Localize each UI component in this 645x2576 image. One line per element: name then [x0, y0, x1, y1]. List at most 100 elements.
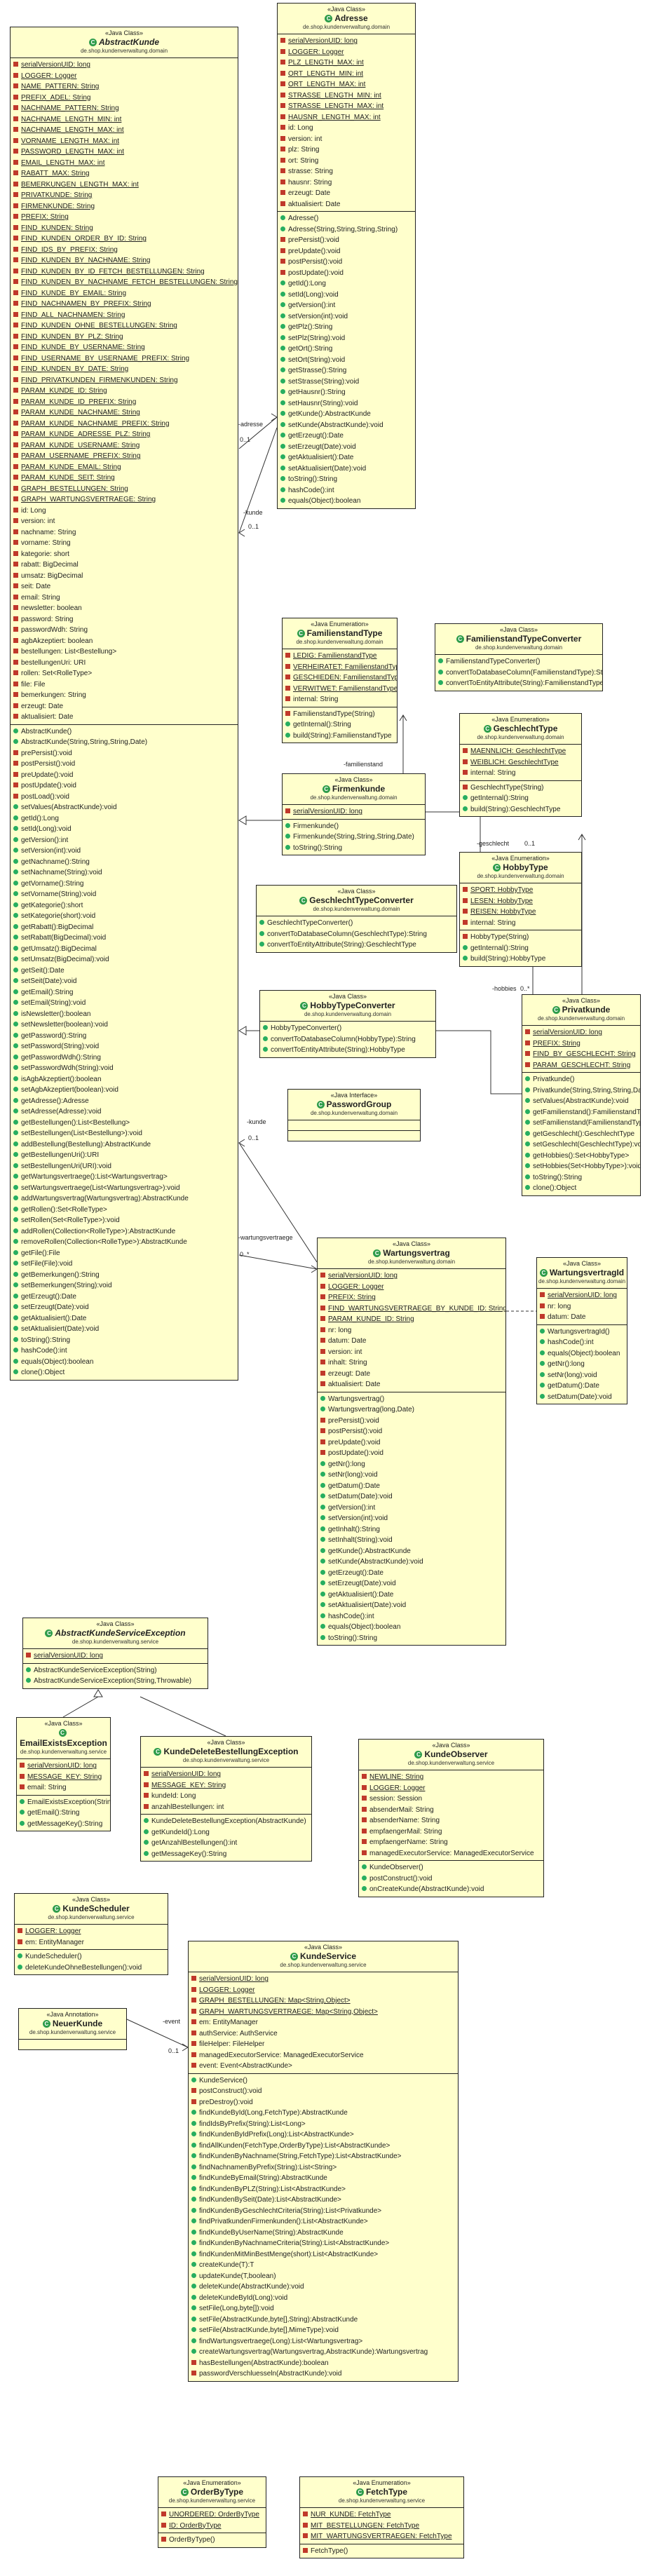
private-visibility-icon	[13, 409, 18, 414]
member-text: getGeschlecht():GeschlechtType	[533, 1130, 635, 1138]
member-text: setNr(long):void	[548, 1371, 597, 1379]
private-visibility-icon	[13, 442, 18, 447]
private-visibility-icon	[13, 529, 18, 534]
operation-row: KundeScheduler()	[15, 1951, 168, 1962]
member-text: getEmail():String	[27, 1809, 80, 1817]
operations-section: AbstractKundeServiceException(String)Abs…	[23, 1664, 208, 1688]
private-visibility-icon	[320, 1417, 325, 1423]
operation-row: setVersion(int):void	[278, 311, 415, 323]
attribute-row: FIND_BY_GESCHLECHT: String	[522, 1049, 640, 1060]
attribute-row: PREFIX: String	[11, 212, 238, 223]
member-text: preDestroy():void	[199, 2098, 253, 2106]
member-text: FetchType()	[311, 2547, 348, 2555]
operation-row: getHobbies():Set<HobbyType>	[522, 1151, 640, 1162]
public-visibility-icon	[540, 1371, 545, 1377]
operation-row: setFile(Long,byte[]):void	[189, 2303, 458, 2314]
member-text: MIT_BESTELLUNGEN: FetchType	[311, 2521, 420, 2530]
operation-row: getEmail():String	[11, 987, 238, 998]
operation-row: findWartungsvertraege(Long):List<Wartung…	[189, 2336, 458, 2347]
association-adresse	[238, 416, 278, 449]
member-text: FIND_KUNDEN_ORDER_BY_ID: String	[21, 235, 147, 243]
public-visibility-icon	[191, 2229, 196, 2235]
member-text: internal: String	[470, 918, 516, 927]
private-visibility-icon	[161, 2522, 166, 2528]
member-text: getKunde():AbstractKunde	[288, 410, 371, 418]
operation-row: findAllKunden(FetchType,OrderByType):Lis…	[189, 2141, 458, 2152]
attribute-row: convertToEntityAttribute(String):Geschle…	[257, 940, 456, 951]
attribute-row: NUR_KUNDE: FetchType	[300, 2509, 463, 2521]
attribute-row: LESEN: HobbyType	[460, 896, 581, 907]
stereotype-label: «Java Class»	[44, 1720, 83, 1727]
public-visibility-icon	[13, 1326, 18, 1331]
private-visibility-icon	[18, 1939, 22, 1944]
operation-row: findNachnamenByPrefix(String):List<Strin…	[189, 2162, 458, 2174]
member-text: setFamilienstand(FamilienstandType):void	[533, 1119, 640, 1127]
private-visibility-icon	[191, 2371, 196, 2375]
member-text: PREFIX: String	[21, 213, 69, 221]
private-visibility-icon	[13, 793, 18, 799]
attribute-row: bemerkungen: String	[11, 690, 238, 701]
attribute-row: RABATT_MAX: String	[11, 168, 238, 179]
public-visibility-icon	[280, 389, 285, 394]
private-visibility-icon	[13, 279, 18, 284]
member-text: getAktualisiert():Date	[328, 1590, 394, 1599]
private-visibility-icon	[280, 125, 285, 130]
private-visibility-icon	[285, 674, 290, 679]
class-name: EmailExistsException	[20, 1738, 107, 1748]
member-text: NACHNAME_PATTERN: String	[21, 104, 119, 112]
operation-row: setFile(File):void	[11, 1259, 238, 1270]
public-visibility-icon	[13, 935, 18, 940]
private-visibility-icon	[13, 670, 18, 675]
operation-row: getBestellungen():List<Bestellung>	[11, 1118, 238, 1129]
private-visibility-icon	[362, 1784, 367, 1790]
public-visibility-icon	[320, 1547, 325, 1553]
member-text: findKundeByEmail(String):AbstractKunde	[199, 2174, 327, 2182]
member-text: clone():Object	[21, 1369, 65, 1376]
operation-row: AbstractKunde()	[11, 726, 238, 738]
attribute-row: ort: String	[278, 156, 415, 167]
attribute-row: email: String	[17, 1782, 110, 1794]
attribute-row: empfaengerMail: String	[359, 1826, 543, 1838]
private-visibility-icon	[13, 550, 18, 556]
package-label: de.shop.kundenverwaltung.domain	[537, 1015, 625, 1022]
class-icon: C	[493, 864, 501, 872]
attribute-row: rabatt: BigDecimal	[11, 560, 238, 571]
attribute-row: serialVersionUID: long	[522, 1027, 640, 1038]
package-label: de.shop.kundenverwaltung.domain	[310, 794, 398, 801]
private-visibility-icon	[280, 92, 285, 97]
operation-row: getErzeugt():Date	[318, 1568, 505, 1579]
attribute-row: FamilienstandTypeConverter()	[435, 656, 602, 667]
private-visibility-icon	[285, 653, 290, 658]
operation-row: equals(Object):boolean	[11, 1357, 238, 1368]
attribute-row: convertToEntityAttribute(String):Familie…	[435, 678, 602, 689]
package-label: de.shop.kundenverwaltung.service	[338, 2497, 426, 2504]
operation-row: setHausnr(String):void	[278, 398, 415, 409]
operation-row: AbstractKundeServiceException(String,Thr…	[23, 1676, 208, 1687]
